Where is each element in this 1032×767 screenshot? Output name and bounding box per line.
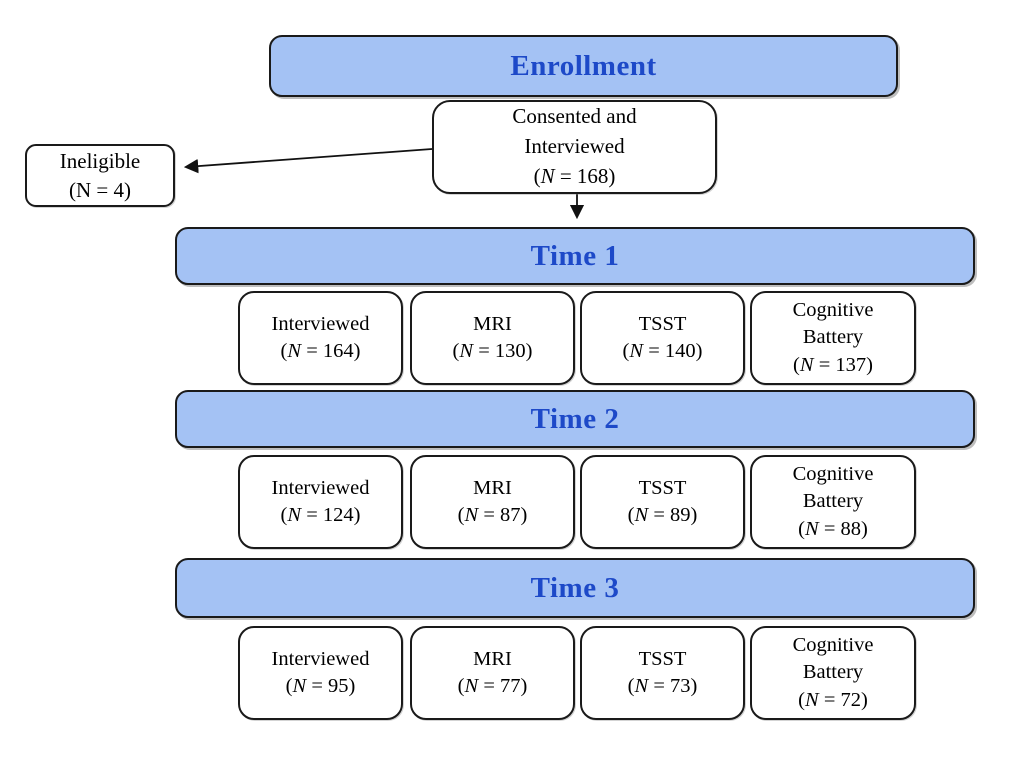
measure-title: Cognitive Battery <box>792 299 874 349</box>
time1-header-bar: Time 1 <box>175 227 975 285</box>
time2-header-bar: Time 2 <box>175 390 975 448</box>
measure-n-line: (N = 87) <box>457 504 528 526</box>
time1-header-label: Time 1 <box>530 239 620 272</box>
time1-tsst-box: TSST (N = 140) <box>580 291 745 385</box>
consented-line2: Interviewed <box>524 134 625 159</box>
measure-n-line: (N = 89) <box>627 504 698 526</box>
measure-n-line: (N = 137) <box>793 353 873 376</box>
time3-cognitive-battery-box: Cognitive Battery (N = 72) <box>750 626 916 720</box>
measure-n-line: (N = 164) <box>280 340 361 362</box>
time2-tsst-box: TSST (N = 89) <box>580 455 745 549</box>
consented-n-line: (N = 168) <box>533 163 616 188</box>
time1-mri-box: MRI (N = 130) <box>410 291 575 385</box>
measure-title: Interviewed <box>271 647 370 670</box>
ineligible-box: Ineligible (N = 4) <box>25 144 175 207</box>
time2-header-label: Time 2 <box>530 402 620 435</box>
time1-interviewed-box: Interviewed (N = 164) <box>238 291 403 385</box>
time3-header-label: Time 3 <box>530 571 620 604</box>
measure-n-line: (N = 130) <box>452 340 533 362</box>
enrollment-header-bar: Enrollment <box>269 35 898 97</box>
time2-cognitive-battery-box: Cognitive Battery (N = 88) <box>750 455 916 549</box>
time3-tsst-box: TSST (N = 73) <box>580 626 745 720</box>
measure-n-line: (N = 95) <box>285 675 356 697</box>
time3-mri-box: MRI (N = 77) <box>410 626 575 720</box>
arrow-to-ineligible <box>183 148 433 174</box>
measure-title: Cognitive Battery <box>792 463 874 513</box>
ineligible-n-line: (N = 4) <box>69 177 131 202</box>
consented-box: Consented and Interviewed (N = 168) <box>432 100 717 194</box>
measure-n-line: (N = 73) <box>627 675 698 697</box>
measure-title: TSST <box>638 647 687 670</box>
measure-n-line: (N = 140) <box>622 340 703 362</box>
consented-line1: Consented and <box>512 104 637 129</box>
measure-title: TSST <box>638 476 687 499</box>
measure-title: MRI <box>473 647 512 670</box>
measure-title: MRI <box>473 476 512 499</box>
measure-n-line: (N = 77) <box>457 675 528 697</box>
time3-header-bar: Time 3 <box>175 558 975 618</box>
time1-cognitive-battery-box: Cognitive Battery (N = 137) <box>750 291 916 385</box>
time3-interviewed-box: Interviewed (N = 95) <box>238 626 403 720</box>
measure-n-line: (N = 124) <box>280 504 361 526</box>
measure-title: MRI <box>473 312 512 335</box>
measure-title: TSST <box>638 312 687 335</box>
measure-n-line: (N = 88) <box>798 517 868 540</box>
measure-n-line: (N = 72) <box>798 688 868 711</box>
measure-title: Interviewed <box>271 476 370 499</box>
time2-interviewed-box: Interviewed (N = 124) <box>238 455 403 549</box>
measure-title: Cognitive Battery <box>792 634 874 684</box>
enrollment-header-label: Enrollment <box>510 49 657 82</box>
time2-mri-box: MRI (N = 87) <box>410 455 575 549</box>
measure-title: Interviewed <box>271 312 370 335</box>
ineligible-title: Ineligible <box>59 149 141 174</box>
